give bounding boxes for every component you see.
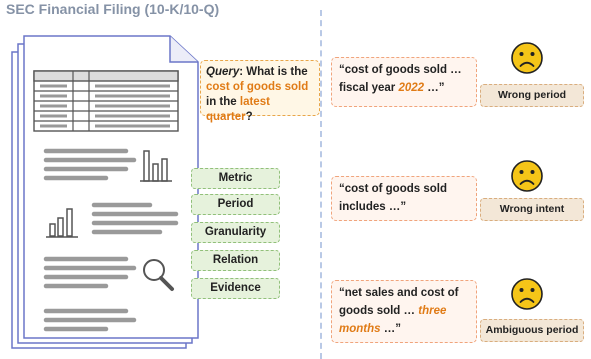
passage-highlight: three months (339, 305, 447, 335)
dimension-tag-evidence: Evidence (191, 278, 280, 299)
page-title: SEC Financial Filing (10-K/10-Q) (6, 1, 220, 17)
dimension-tag-period: Period (191, 194, 280, 215)
passage-text: “net sales and cost of goods sold … (339, 287, 459, 317)
bar-chart-icon (140, 150, 172, 182)
failure-label-wrong-intent: Wrong intent (480, 198, 584, 221)
dimension-tag-relation: Relation (191, 250, 280, 271)
query-text: in the (206, 96, 240, 108)
passage-highlight: 2022 (398, 82, 425, 94)
dimension-tag-granularity: Granularity (191, 222, 280, 243)
retrieved-passage: “cost of goods sold includes …” (331, 176, 477, 221)
query-prefix: Query (206, 66, 240, 78)
sad-face-icon (511, 278, 543, 310)
passage-text: …” (424, 82, 445, 94)
query-metric-highlight: cost of goods sold (206, 81, 309, 93)
magnifier-icon (143, 259, 174, 291)
failure-label-ambiguous-period: Ambiguous period (480, 319, 584, 342)
passage-text: “cost of goods sold includes …” (339, 183, 447, 213)
query-period-highlight: latest quarter (206, 96, 270, 123)
table-icon (33, 70, 179, 132)
failure-label-wrong-period: Wrong period (480, 84, 584, 107)
query-box: Query: What is the cost of goods sold in… (200, 60, 320, 123)
passage-text: “cost of goods sold … fiscal year (339, 64, 462, 94)
sad-face-icon (511, 160, 543, 192)
passage-text: …” (380, 323, 401, 335)
query-text: : What is the (239, 66, 308, 78)
retrieved-passage: “net sales and cost of goods sold … thre… (331, 280, 477, 343)
query-text: ? (245, 111, 253, 123)
retrieved-passage: “cost of goods sold … fiscal year 2022 …… (331, 57, 477, 107)
document-stack-icon (11, 35, 199, 349)
sad-face-icon (511, 42, 543, 74)
bar-chart-icon (46, 208, 78, 238)
section-divider (320, 10, 322, 359)
dimension-tag-metric: Metric (191, 168, 280, 189)
